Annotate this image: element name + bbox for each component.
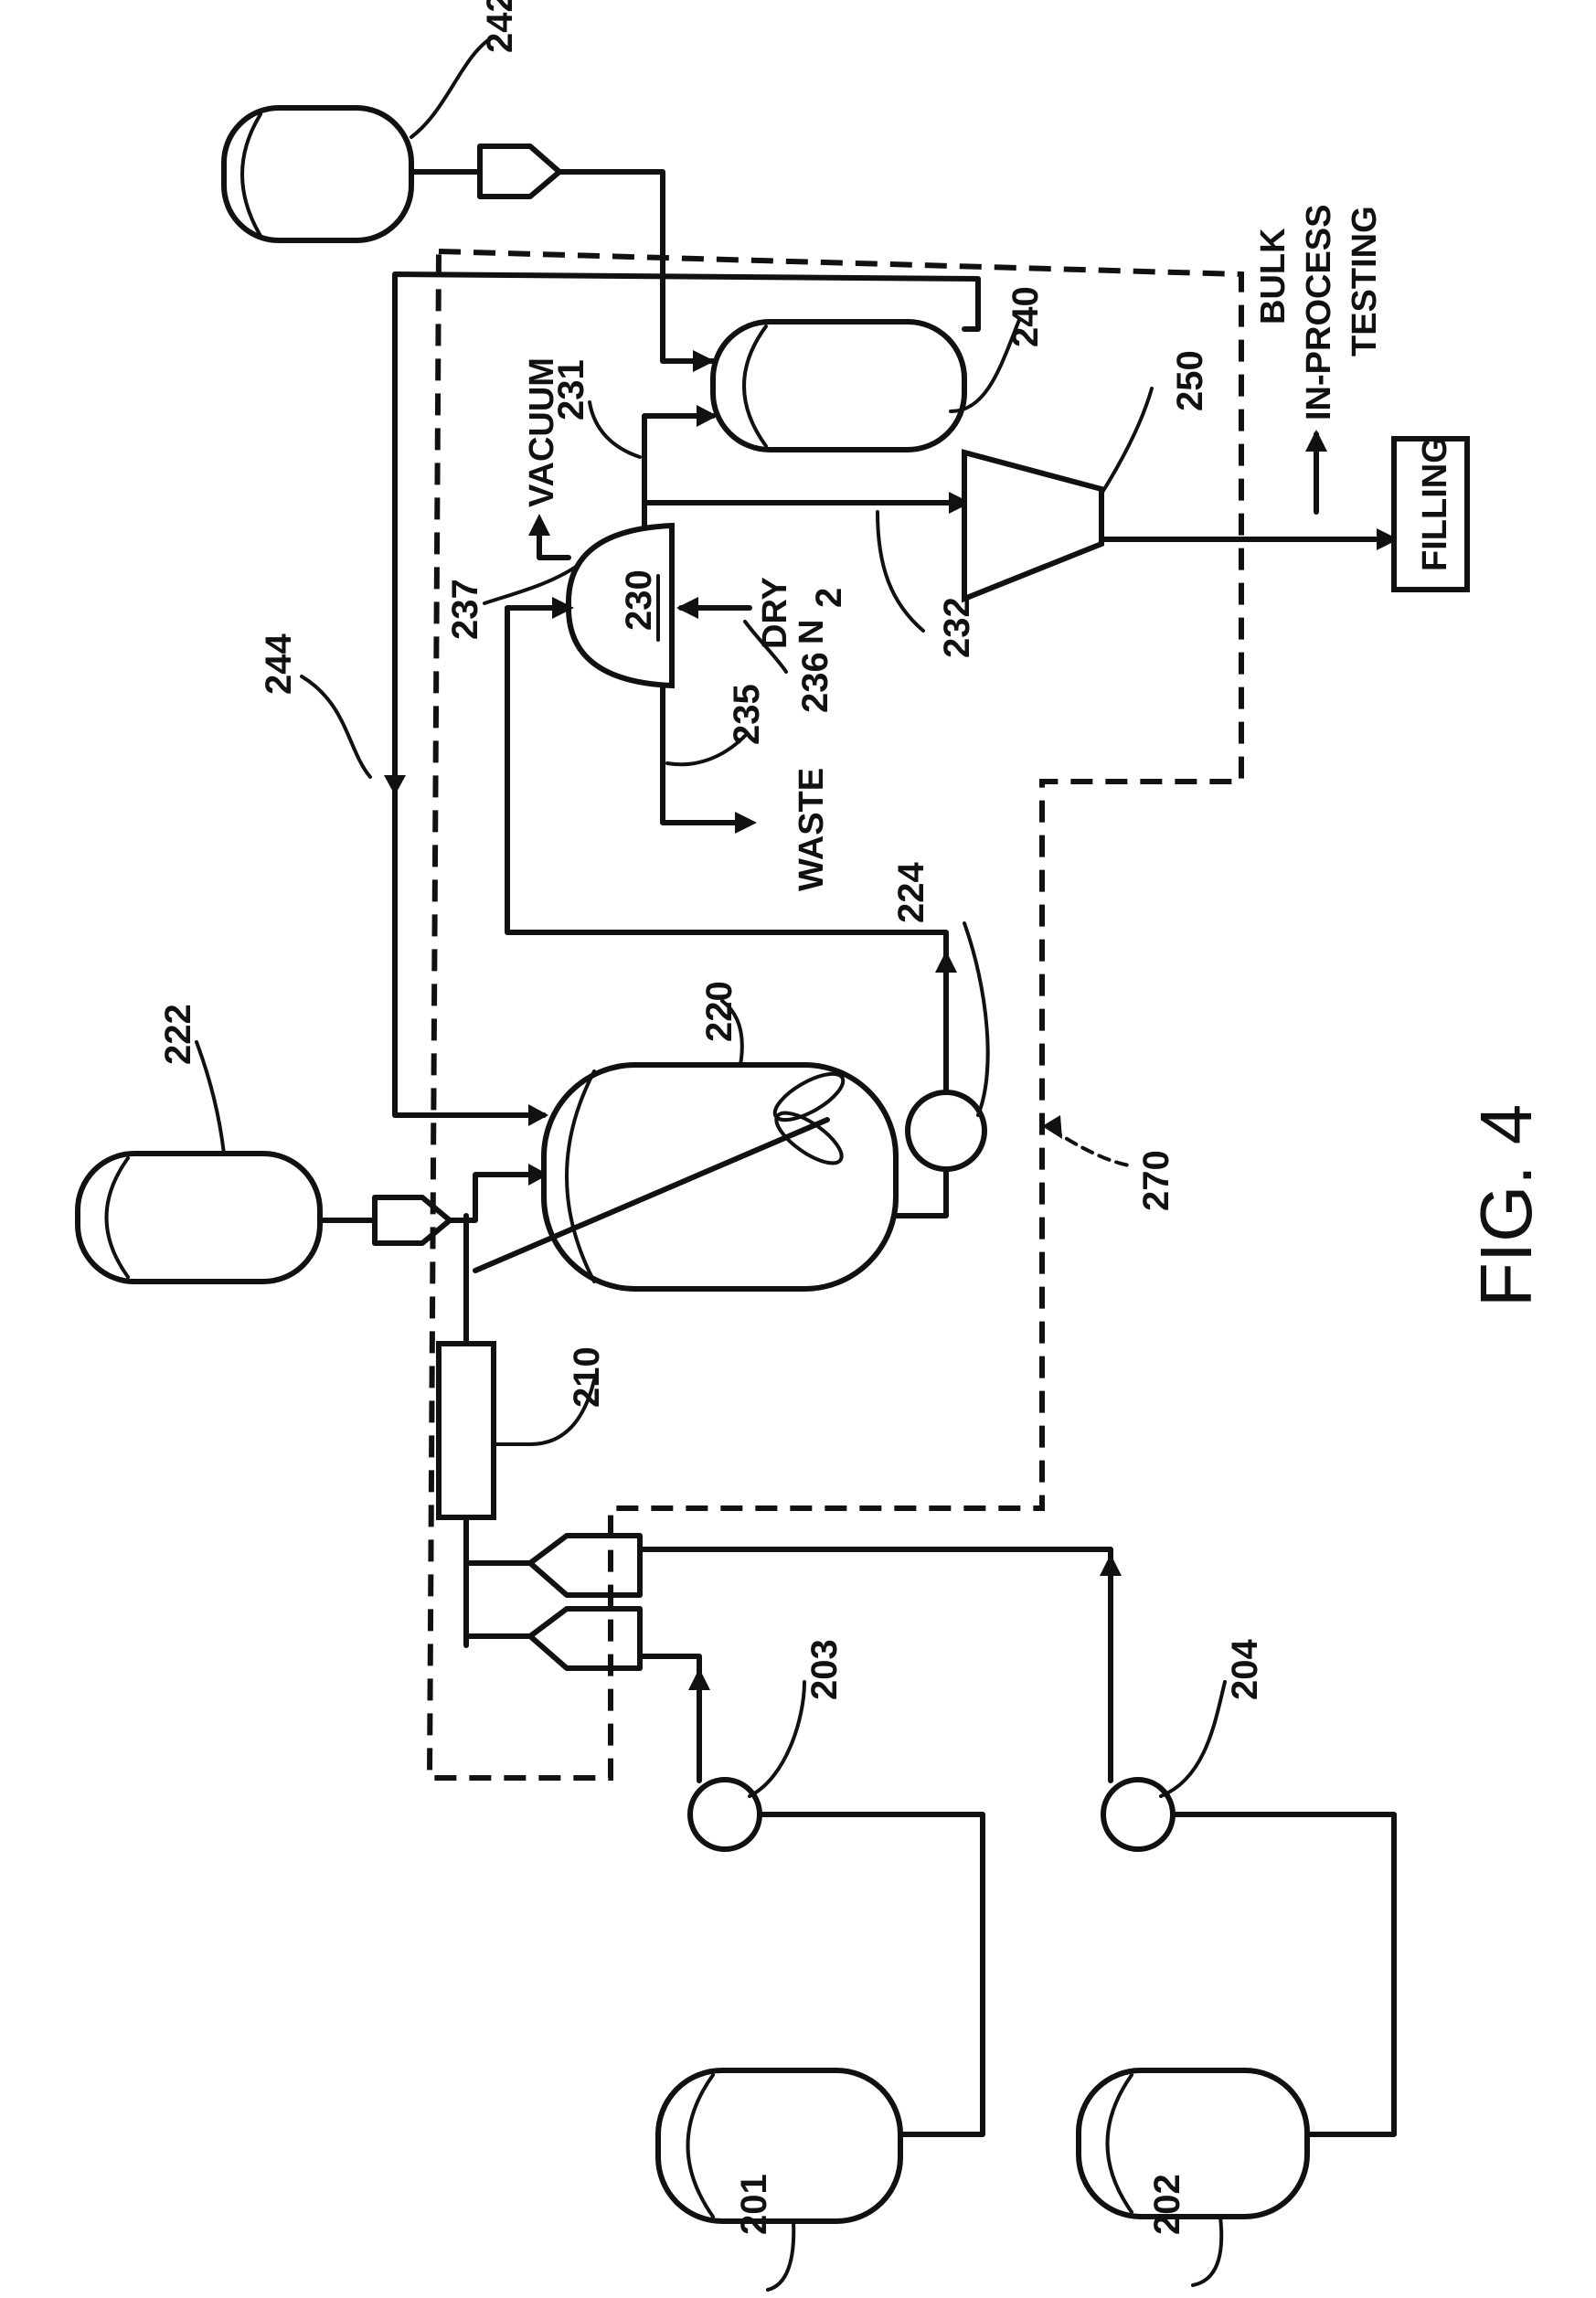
- label-220: 220: [699, 981, 739, 1042]
- label-270: 270: [1136, 1150, 1176, 1211]
- line-232: [644, 503, 964, 526]
- pump-203: [690, 1780, 760, 1849]
- label-236: 236: [795, 652, 835, 713]
- arrow-pump-out: [935, 951, 957, 973]
- leader-231: [590, 402, 640, 457]
- arrow-testing: [1305, 430, 1327, 452]
- label-250: 250: [1170, 350, 1210, 411]
- pump-204: [1103, 1780, 1173, 1849]
- testing-text: TESTING: [1346, 206, 1384, 356]
- n2-subscript: 2: [809, 588, 849, 608]
- filling-text: FILLING: [1416, 436, 1454, 571]
- label-237: 237: [445, 579, 485, 640]
- tank-201: [658, 2070, 900, 2221]
- tank-242: [224, 108, 411, 240]
- pump-224: [908, 1092, 984, 1169]
- tank-240: [713, 322, 964, 450]
- label-231: 231: [551, 359, 591, 420]
- arrow-204-out: [1100, 1554, 1122, 1576]
- leader-250: [1101, 388, 1152, 494]
- label-232: 232: [937, 597, 977, 658]
- label-244: 244: [259, 633, 299, 695]
- valve-222: [375, 1197, 450, 1243]
- waste-text: WASTE: [793, 768, 831, 891]
- leader-202: [1193, 2217, 1221, 2285]
- leader-224: [964, 923, 988, 1115]
- arrow-into-220-a: [528, 1104, 548, 1126]
- dry-text: DRY: [756, 577, 794, 649]
- pipe-203-to-valve: [640, 1656, 699, 1781]
- label-201: 201: [734, 2174, 774, 2235]
- label-210: 210: [567, 1346, 607, 1408]
- in-process-text: IN-PROCESS: [1300, 205, 1338, 420]
- leader-222: [197, 1042, 224, 1154]
- tank-222: [78, 1154, 320, 1282]
- mill-250: [964, 452, 1101, 599]
- arrow-270: [1042, 1115, 1062, 1139]
- arrow-waste: [735, 812, 757, 834]
- valve-201-203: [530, 1609, 640, 1668]
- label-230: 230: [619, 569, 659, 631]
- label-204: 204: [1225, 1639, 1265, 1700]
- label-222: 222: [158, 1004, 198, 1065]
- line-231: [644, 416, 713, 526]
- valve-242: [480, 146, 559, 197]
- bulk-text: BULK: [1254, 228, 1293, 324]
- arrow-203-out: [688, 1668, 710, 1690]
- tank-202: [1079, 2070, 1307, 2217]
- pipe-220-pump: [896, 1170, 946, 1216]
- leader-244: [302, 676, 370, 777]
- leader-204: [1161, 1682, 1225, 1796]
- label-224: 224: [891, 862, 931, 923]
- figure-caption: FIG. 4: [1465, 1104, 1547, 1307]
- leader-270: [1051, 1129, 1129, 1165]
- label-242: 242: [480, 0, 520, 53]
- label-240: 240: [1005, 286, 1046, 347]
- n2-text: N: [793, 620, 831, 644]
- arrow-244: [384, 775, 406, 795]
- label-203: 203: [804, 1639, 845, 1700]
- pipe-242-to-240: [559, 172, 713, 361]
- arrow-vacuum: [528, 514, 550, 536]
- leader-237: [484, 567, 576, 603]
- leader-203: [750, 1682, 804, 1796]
- valve-202-204: [530, 1536, 640, 1595]
- leader-232: [878, 512, 923, 631]
- mixer-210: [439, 1344, 494, 1517]
- pipe-204-to-valve: [640, 1549, 1111, 1781]
- label-202: 202: [1147, 2174, 1187, 2235]
- arrow-n2: [676, 597, 698, 619]
- label-235: 235: [727, 684, 767, 745]
